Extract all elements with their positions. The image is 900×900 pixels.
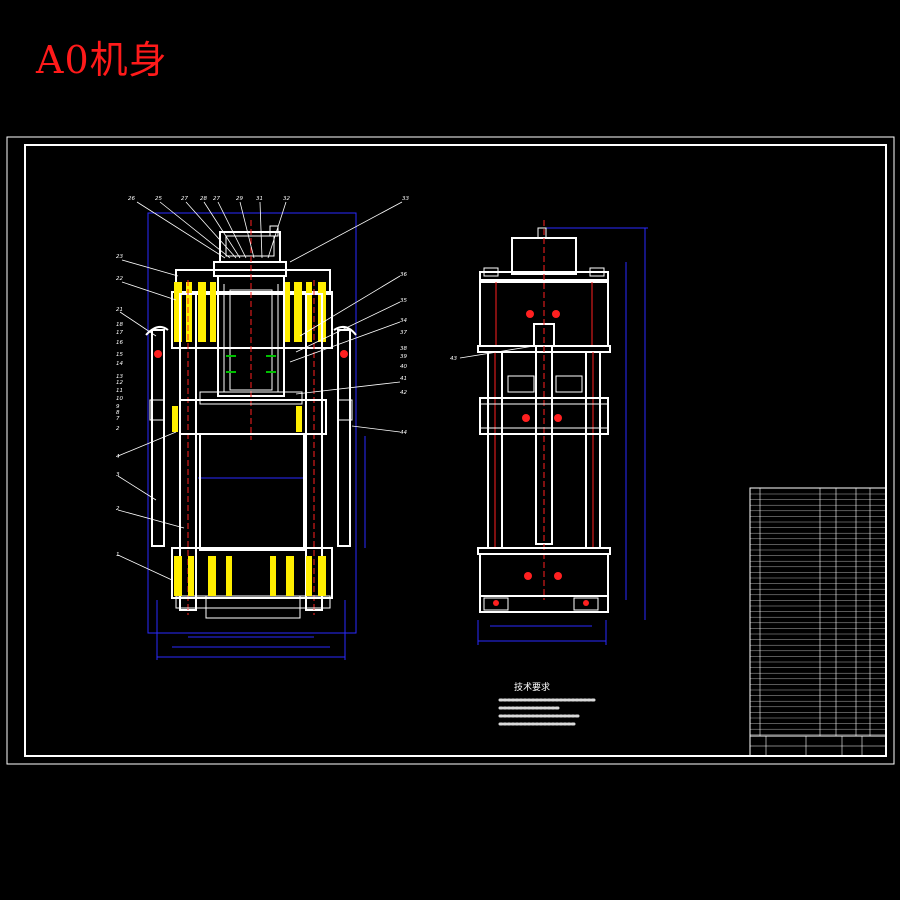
part-label-25: 25 xyxy=(155,196,162,202)
part-label-26: 26 xyxy=(128,196,135,202)
sheet-inner-border xyxy=(24,144,887,757)
part-label-9: 9 xyxy=(116,404,120,410)
part-label-38: 38 xyxy=(400,346,407,352)
part-label-18: 18 xyxy=(116,322,123,328)
parts-list-table xyxy=(749,487,887,737)
part-label-27: 27 xyxy=(181,196,188,202)
part-label-29: 29 xyxy=(236,196,243,202)
part-label-3: 3 xyxy=(116,472,120,478)
part-label-27: 27 xyxy=(213,196,220,202)
part-label-2: 2 xyxy=(116,426,120,432)
part-label-39: 39 xyxy=(400,354,407,360)
part-label-8: 8 xyxy=(116,410,120,416)
part-label-41: 41 xyxy=(400,376,407,382)
part-label-15: 15 xyxy=(116,352,123,358)
front-view xyxy=(117,201,403,660)
title-block xyxy=(749,735,887,757)
sheet-outer-border xyxy=(6,136,895,765)
part-label-10: 10 xyxy=(116,396,123,402)
part-label-23: 23 xyxy=(116,254,123,260)
technical-notes: 技术要求 xyxy=(498,681,598,726)
part-label-36: 36 xyxy=(400,272,407,278)
front-view-top-labels: 26 25 27 28 27 29 31 32 33 xyxy=(128,196,409,202)
part-label-4: 4 xyxy=(116,454,120,460)
part-label-17: 17 xyxy=(116,330,123,336)
part-label-1: 1 xyxy=(116,552,120,558)
front-view-right-labels: 36 35 34 37 38 39 40 41 42 44 xyxy=(400,272,407,436)
part-label-43: 43 xyxy=(450,356,457,362)
notes-heading: 技术要求 xyxy=(514,681,550,693)
part-label-13: 13 xyxy=(116,374,123,380)
part-label-31: 31 xyxy=(256,196,263,202)
part-label-32: 32 xyxy=(283,196,290,202)
part-label-11: 11 xyxy=(116,388,123,394)
part-label-2: 2 xyxy=(116,506,120,512)
side-view-labels: 43 xyxy=(450,356,457,362)
part-label-33: 33 xyxy=(402,196,409,202)
part-label-34: 34 xyxy=(400,318,407,324)
drawing-title: A0机身 xyxy=(36,38,168,82)
part-label-14: 14 xyxy=(116,361,123,367)
part-label-40: 40 xyxy=(400,364,407,370)
side-view xyxy=(459,220,648,645)
part-label-28: 28 xyxy=(200,196,207,202)
part-label-16: 16 xyxy=(116,340,123,346)
part-label-12: 12 xyxy=(116,380,123,386)
part-label-7: 7 xyxy=(116,416,120,422)
part-label-42: 42 xyxy=(400,390,407,396)
part-label-44: 44 xyxy=(400,430,407,436)
part-label-35: 35 xyxy=(400,298,407,304)
part-label-22: 22 xyxy=(116,276,123,282)
part-label-21: 21 xyxy=(116,307,123,313)
part-label-37: 37 xyxy=(400,330,407,336)
